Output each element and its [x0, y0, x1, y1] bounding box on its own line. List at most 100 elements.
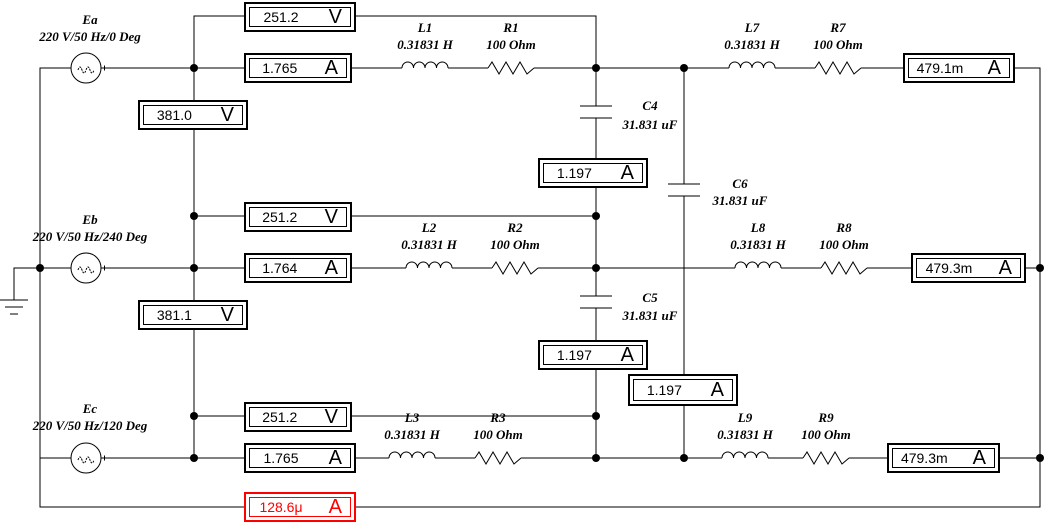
meter-reading: 1.765 [263, 450, 299, 466]
capacitor-c5-value: 31.831 uF [622, 308, 678, 323]
resistor-r8 [821, 262, 867, 274]
inductor-l9-name: L9 [737, 410, 753, 425]
meter-reading: 381.0 [156, 107, 192, 123]
resistor-r3 [475, 452, 521, 464]
ground-icon [0, 300, 28, 314]
meter-reading: 251.2 [262, 209, 298, 225]
source-ec [40, 443, 126, 473]
junction-nodes [36, 64, 1044, 462]
capacitor-c6-name: C6 [732, 176, 748, 191]
meter-reading: 1.765 [262, 60, 298, 76]
source-eb [40, 253, 126, 283]
source-ea-spec: 220 V/50 Hz/0 Deg [38, 29, 141, 44]
meter-unit: V [328, 5, 342, 28]
source-ec-spec: 220 V/50 Hz/120 Deg [32, 418, 148, 433]
inductor-l9 [722, 452, 768, 458]
meter-unit: A [324, 56, 338, 79]
capacitor-c5 [580, 296, 612, 308]
meter-unit: V [324, 405, 338, 428]
resistor-r3-name: R3 [489, 410, 506, 425]
meter-reading: 479.3m [900, 450, 948, 466]
meter-unit: A [972, 446, 986, 469]
resistor-r7-name: R7 [829, 20, 846, 35]
capacitor-c6-value: 31.831 uF [712, 193, 768, 208]
source-ea-name: Ea [81, 12, 98, 27]
meter-unit: A [998, 256, 1012, 279]
resistor-r1-name: R1 [502, 20, 518, 35]
voltmeter-phase-a[interactable]: 251.2 V [244, 2, 356, 32]
ammeter-capacitor-c6[interactable]: 1.197 A [628, 374, 738, 406]
resistor-r2-value: 100 Ohm [490, 237, 539, 252]
resistor-r1 [488, 62, 534, 74]
meter-reading: 128.6μ [259, 499, 303, 515]
ammeter-load-a[interactable]: 479.1m A [903, 53, 1015, 83]
wires [14, 16, 1040, 507]
meter-reading: 479.1m [916, 60, 964, 76]
ammeter-line-b[interactable]: 1.764 A [244, 253, 352, 283]
resistor-r8-value: 100 Ohm [819, 237, 868, 252]
resistor-r9 [803, 452, 849, 464]
inductor-l2-name: L2 [421, 220, 437, 235]
meter-unit: A [710, 378, 724, 401]
meter-reading: 1.764 [262, 260, 298, 276]
resistor-r8-name: R8 [835, 220, 852, 235]
voltmeter-phase-c[interactable]: 251.2 V [244, 402, 352, 432]
meter-unit: A [987, 56, 1001, 79]
resistor-r3-value: 100 Ohm [473, 427, 522, 442]
inductor-l2 [406, 262, 452, 268]
meter-reading: 1.197 [556, 347, 592, 363]
ammeter-capacitor-c4[interactable]: 1.197 A [538, 158, 648, 188]
meter-reading: 251.2 [262, 409, 298, 425]
resistor-r7-value: 100 Ohm [813, 37, 862, 52]
ammeter-line-a[interactable]: 1.765 A [244, 53, 352, 83]
resistor-r9-name: R9 [817, 410, 834, 425]
ammeter-capacitor-c5[interactable]: 1.197 A [538, 340, 648, 370]
meter-reading: 381.1 [156, 307, 192, 323]
inductor-l3 [389, 452, 435, 458]
inductor-l8-value: 0.31831 H [730, 237, 787, 252]
capacitor-c5-name: C5 [642, 290, 658, 305]
resistor-r9-value: 100 Ohm [801, 427, 850, 442]
source-eb-name: Eb [81, 212, 98, 227]
inductor-l3-name: L3 [404, 410, 420, 425]
meter-reading: 1.197 [646, 382, 682, 398]
ammeter-load-b[interactable]: 479.3m A [911, 253, 1026, 283]
source-ec-name: Ec [82, 401, 98, 416]
meter-unit: A [328, 446, 342, 469]
meter-unit: A [324, 256, 338, 279]
inductor-l7 [729, 62, 775, 68]
inductor-l2-value: 0.31831 H [401, 237, 458, 252]
inductor-l3-value: 0.31831 H [384, 427, 441, 442]
ammeter-load-c[interactable]: 479.3m A [887, 443, 1000, 473]
ammeter-line-c[interactable]: 1.765 A [244, 443, 356, 473]
meter-unit: A [620, 343, 634, 366]
meter-reading: 1.197 [556, 165, 592, 181]
inductor-l1-name: L1 [417, 20, 432, 35]
inductor-l8-name: L8 [750, 220, 766, 235]
inductor-l1-value: 0.31831 H [397, 37, 454, 52]
capacitor-c4-name: C4 [642, 98, 658, 113]
inductor-l7-name: L7 [744, 20, 760, 35]
inductor-l9-value: 0.31831 H [717, 427, 774, 442]
resistor-r2-name: R2 [506, 220, 523, 235]
resistor-r2 [492, 262, 538, 274]
meter-reading: 479.3m [925, 260, 973, 276]
inductor-l8 [735, 262, 781, 268]
capacitor-c6 [668, 184, 700, 196]
capacitor-c4-value: 31.831 uF [622, 117, 678, 132]
meter-reading: 251.2 [263, 9, 299, 25]
ammeter-neutral[interactable]: 128.6μ A [244, 492, 356, 522]
inductor-l7-value: 0.31831 H [724, 37, 781, 52]
inductor-l1 [402, 62, 448, 68]
resistor-r1-value: 100 Ohm [486, 37, 535, 52]
component-labels: Ea 220 V/50 Hz/0 Deg Eb 220 V/50 Hz/240 … [32, 12, 869, 442]
resistor-r7 [815, 62, 861, 74]
capacitor-c4 [580, 106, 612, 118]
source-ea [70, 53, 126, 83]
meter-unit: A [620, 161, 634, 184]
source-eb-spec: 220 V/50 Hz/240 Deg [32, 229, 148, 244]
meter-unit: A [328, 495, 342, 518]
